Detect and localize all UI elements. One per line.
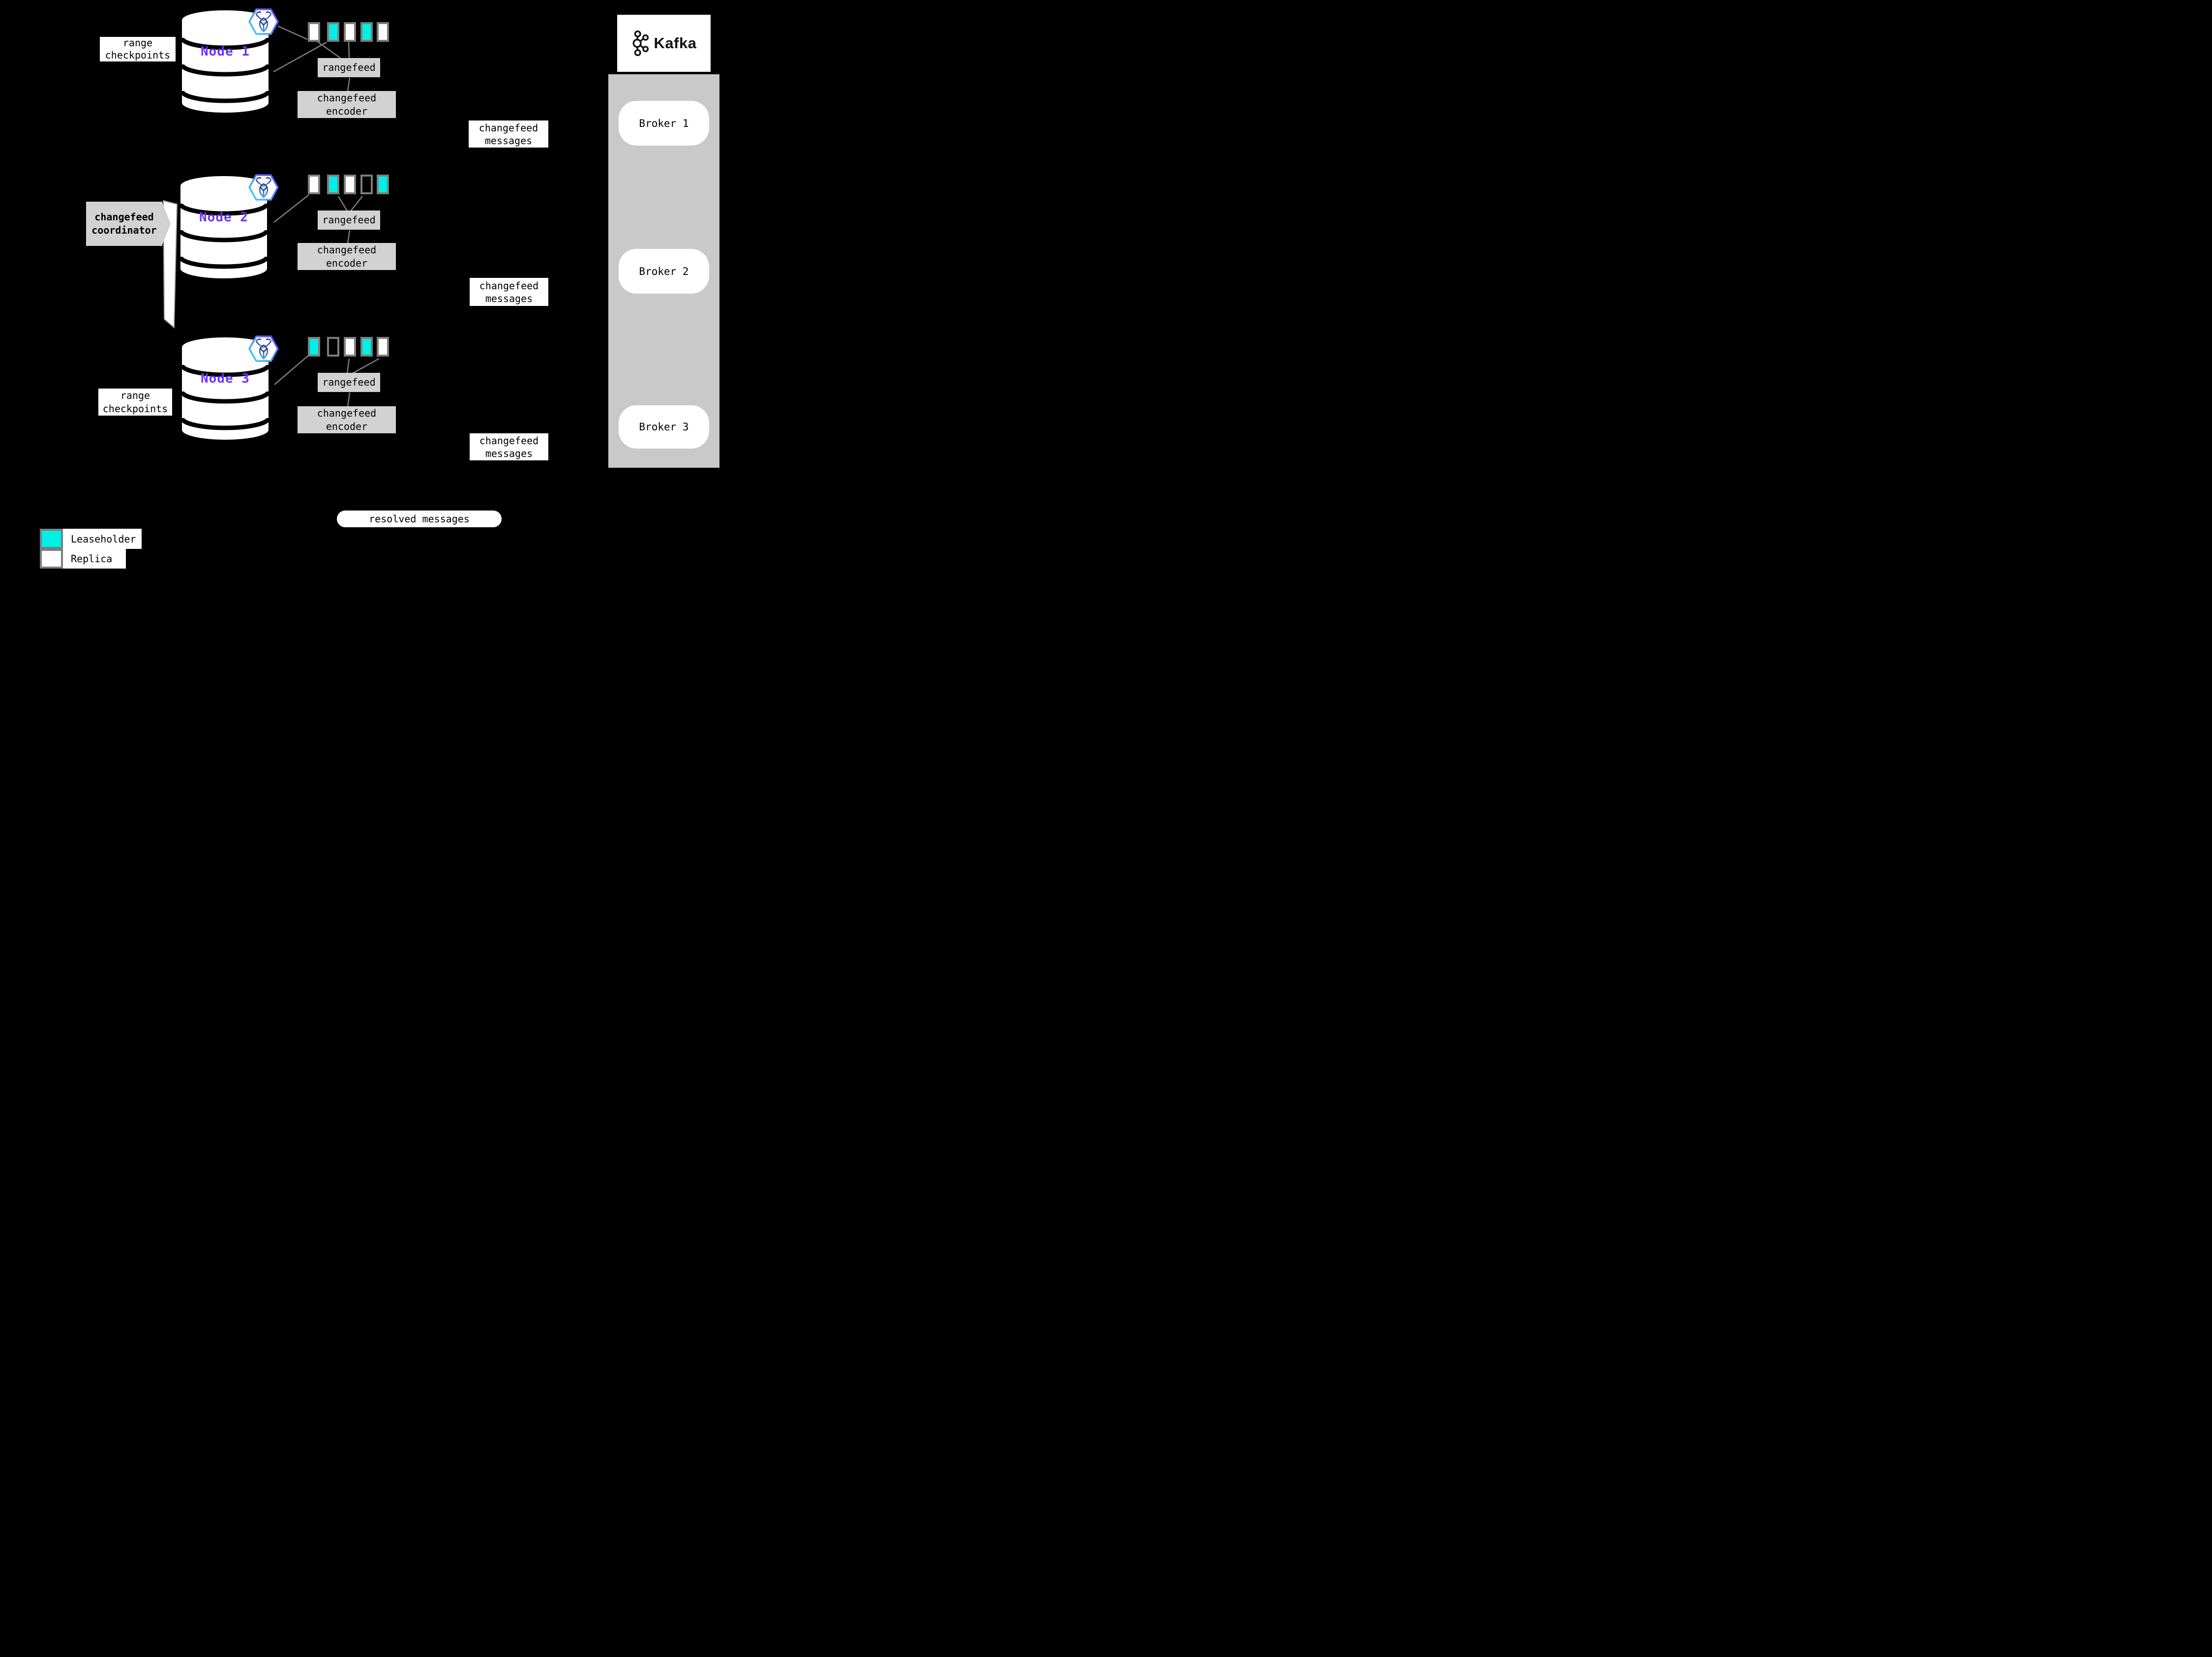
- range-square: [344, 175, 356, 194]
- broker-3-box: Broker 3: [619, 405, 709, 449]
- cockroachdb-hexagon-icon: [248, 335, 279, 362]
- node2-label: Node 2: [199, 210, 248, 225]
- range-square: [360, 22, 373, 42]
- node1-label: Node 1: [201, 44, 250, 59]
- range-square: [377, 175, 389, 194]
- range-checkpoints-label-1: range checkpoints: [100, 37, 176, 61]
- range-square: [327, 337, 339, 357]
- node3-label: Node 3: [201, 371, 250, 386]
- kafka-logo-icon: [632, 30, 649, 57]
- legend-leaseholder-label: Leaseholder: [63, 529, 142, 549]
- resolved-messages-pill: resolved messages: [337, 511, 502, 527]
- broker-2-box: Broker 2: [619, 249, 709, 294]
- legend-replica-label: Replica: [63, 549, 126, 569]
- range-square: [360, 337, 373, 357]
- changefeed-messages-label-3: changefeed messages: [470, 433, 548, 460]
- database-cylinder-node1: [179, 10, 271, 113]
- changefeed-messages-label-1: changefeed messages: [469, 121, 548, 148]
- legend-replica-swatch: [40, 549, 63, 569]
- legend-leaseholder-swatch: [40, 529, 63, 549]
- coordinator-pointer-tip: [162, 202, 171, 246]
- range-square: [308, 175, 320, 194]
- changefeed-encoder-box-node3: changefeed encoder: [298, 406, 396, 433]
- range-square: [327, 175, 339, 194]
- range-square: [308, 22, 320, 42]
- range-square: [308, 337, 320, 357]
- changefeed-encoder-box-node2: changefeed encoder: [298, 243, 396, 270]
- range-square: [360, 175, 373, 194]
- cockroachdb-hexagon-icon: [248, 174, 279, 201]
- rangefeed-box-node3: rangefeed: [318, 373, 380, 392]
- changefeed-coordinator-box: changefeed coordinator: [86, 202, 162, 246]
- cockroachdb-hexagon-icon: [248, 8, 279, 35]
- range-checkpoints-label-3: range checkpoints: [98, 389, 172, 416]
- changefeed-architecture-diagram: range checkpoints Node 1 rangefeed chang…: [0, 0, 771, 577]
- kafka-wordmark: Kafka: [654, 34, 697, 52]
- database-cylinder-node3: [179, 337, 271, 440]
- range-square: [377, 337, 389, 357]
- connector-lines: [84, 25, 723, 429]
- database-cylinder-node2: [178, 176, 269, 278]
- changefeed-messages-label-2: changefeed messages: [470, 278, 548, 306]
- range-square: [327, 22, 339, 42]
- broker-1-box: Broker 1: [619, 101, 709, 146]
- kafka-logo-box: Kafka: [617, 15, 711, 72]
- range-square: [344, 22, 356, 42]
- range-square: [344, 337, 356, 357]
- changefeed-encoder-box-node1: changefeed encoder: [298, 91, 396, 118]
- rangefeed-box-node2: rangefeed: [318, 211, 380, 230]
- range-square: [377, 22, 389, 42]
- rangefeed-box-node1: rangefeed: [318, 58, 380, 77]
